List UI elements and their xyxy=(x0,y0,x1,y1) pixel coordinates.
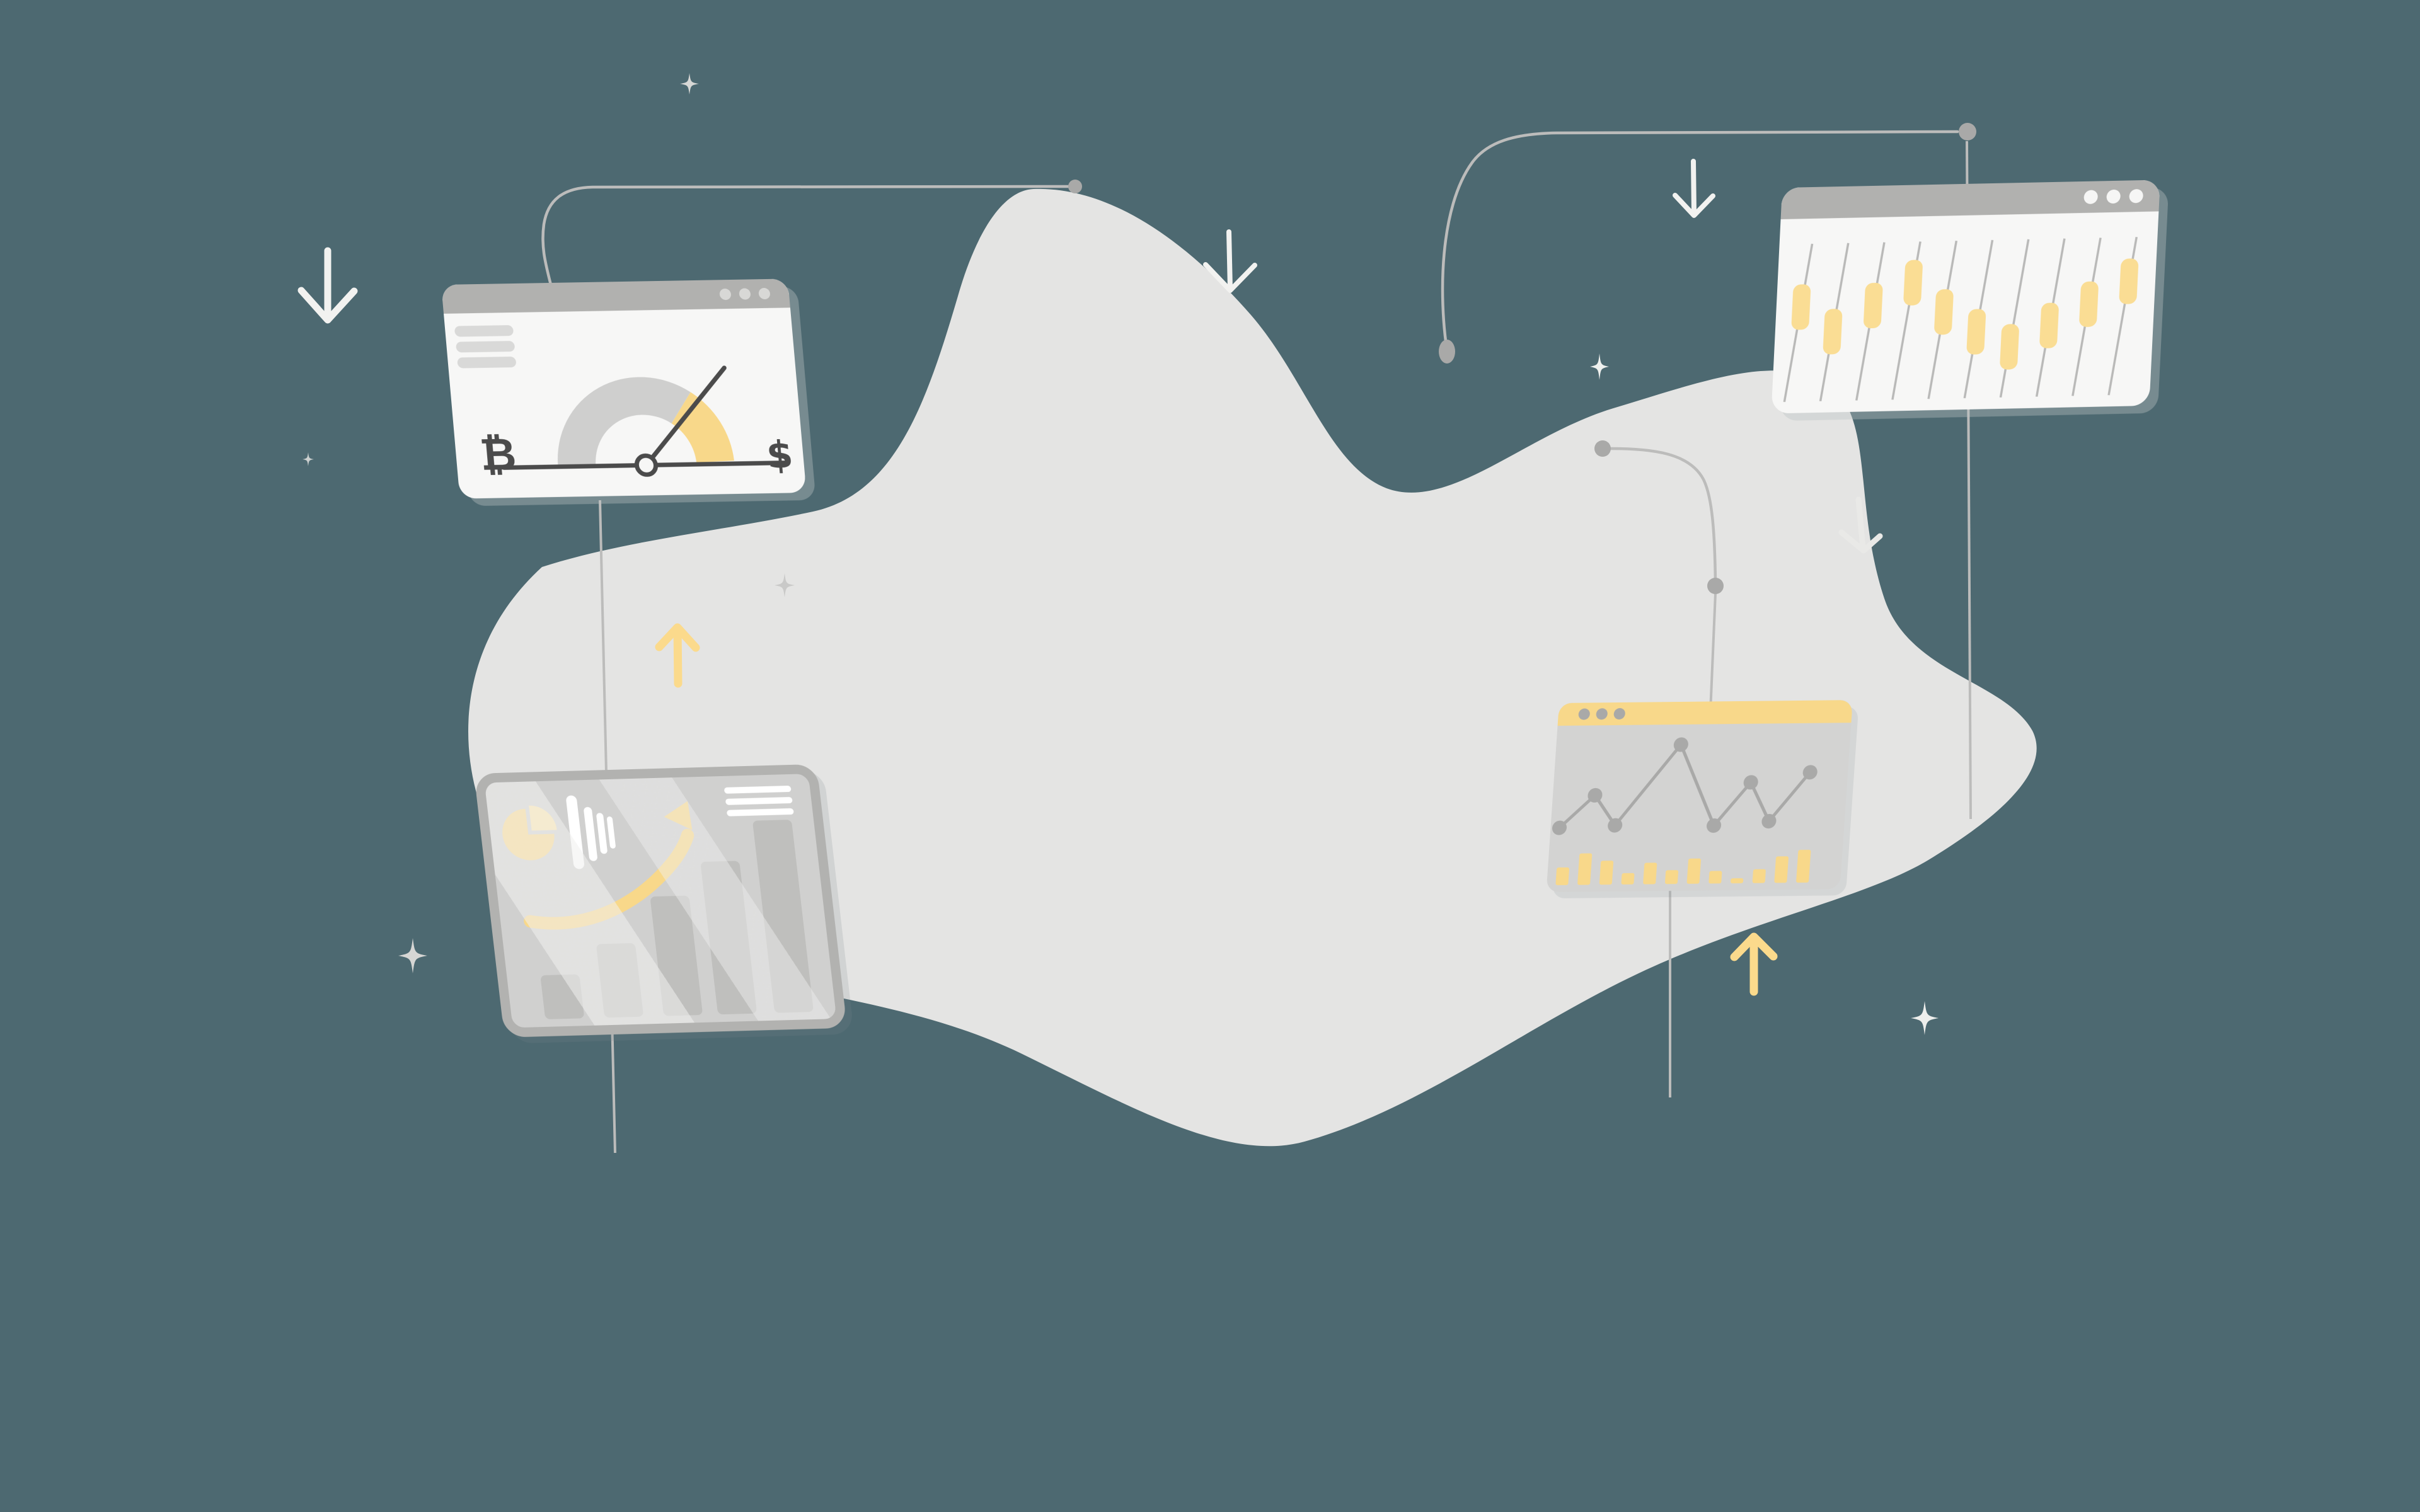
line-chart-point xyxy=(1587,788,1603,803)
sparkle-icon xyxy=(398,938,427,973)
line-chart-point xyxy=(1552,820,1567,835)
down-arrow-icon xyxy=(1838,496,1883,554)
pie-chart xyxy=(502,805,557,861)
text-lines xyxy=(724,786,794,816)
candle-body xyxy=(2039,302,2059,348)
gauge-window-body: ₿ $ xyxy=(444,307,807,498)
menu-text-line xyxy=(454,325,514,337)
candle-body xyxy=(1903,260,1923,306)
window-control-dot-icon xyxy=(2106,189,2121,204)
line-window-titlebar xyxy=(1557,700,1853,726)
connector-node-dot xyxy=(1707,578,1724,594)
line-chart-point xyxy=(1673,737,1688,752)
background-blob xyxy=(468,188,2037,1147)
line-chart-point xyxy=(1761,814,1777,829)
menu-text-line xyxy=(455,340,516,353)
sparkle-icon xyxy=(680,73,699,94)
gauge-pivot xyxy=(634,453,659,477)
dollar-symbol: $ xyxy=(764,433,795,478)
gauge-chart xyxy=(501,365,789,477)
window-control-dot-icon xyxy=(1596,708,1608,720)
sparkle-icon xyxy=(1911,1001,1939,1035)
line-chart-window xyxy=(1546,700,1853,893)
bitcoin-symbol: ₿ xyxy=(478,428,519,481)
sparkle-icon xyxy=(1590,353,1609,380)
connector-gauge-top xyxy=(541,180,1082,287)
up-arrow-icon xyxy=(1730,932,1778,996)
up-arrow-icon xyxy=(655,623,700,688)
connector-line-window xyxy=(1594,440,1724,1097)
candle-body xyxy=(1864,282,1883,329)
signal-bars-icon xyxy=(566,795,616,869)
window-control-dot-icon xyxy=(739,288,751,300)
connector-node-dot xyxy=(1439,340,1455,364)
connector-node-dot xyxy=(1068,180,1082,193)
analytics-tablet xyxy=(474,764,848,1038)
window-control-dot-icon xyxy=(758,287,771,300)
line-chart-point xyxy=(1802,765,1818,780)
down-arrow-icon xyxy=(1673,159,1715,218)
connector-node-dot xyxy=(1959,123,1976,140)
candle-wick xyxy=(1999,239,2030,398)
gauge-needle xyxy=(643,365,727,467)
candlestick-browser-window xyxy=(1771,180,2160,414)
candle-body xyxy=(1791,284,1811,330)
line-chart-point xyxy=(1707,818,1722,833)
candle-body xyxy=(2119,258,2139,304)
candlestick-chart xyxy=(1783,237,2139,403)
down-arrow-icon xyxy=(297,247,358,324)
line-chart xyxy=(1552,737,1818,886)
candle-body xyxy=(1823,309,1843,355)
sparkle-icon xyxy=(775,573,795,597)
line-chart-point xyxy=(1743,775,1758,790)
mini-bar-chart xyxy=(1555,849,1811,886)
gauge-browser-window: ₿ $ xyxy=(441,278,807,499)
tablet-dashboard-graphics xyxy=(502,786,814,1019)
candle-body xyxy=(2079,281,2099,327)
down-arrow-icon xyxy=(1203,229,1257,293)
candle-body xyxy=(1934,289,1954,335)
candle-body xyxy=(1966,309,1986,355)
line-chart-point xyxy=(1608,818,1623,833)
gauge-arc-gray xyxy=(557,377,691,467)
window-control-dot-icon xyxy=(2129,188,2144,203)
connector-node-dot xyxy=(1594,440,1611,457)
candle-body xyxy=(2000,324,2019,370)
gauge-arc-yellow xyxy=(671,392,734,463)
dotted-line-chart xyxy=(1552,737,1818,835)
menu-text-line xyxy=(457,356,517,369)
sparkle-icon xyxy=(302,452,314,466)
window-control-dot-icon xyxy=(2083,190,2099,204)
window-control-dot-icon xyxy=(1578,708,1591,720)
window-control-dot-icon xyxy=(719,288,732,301)
window-control-dot-icon xyxy=(1613,707,1626,720)
